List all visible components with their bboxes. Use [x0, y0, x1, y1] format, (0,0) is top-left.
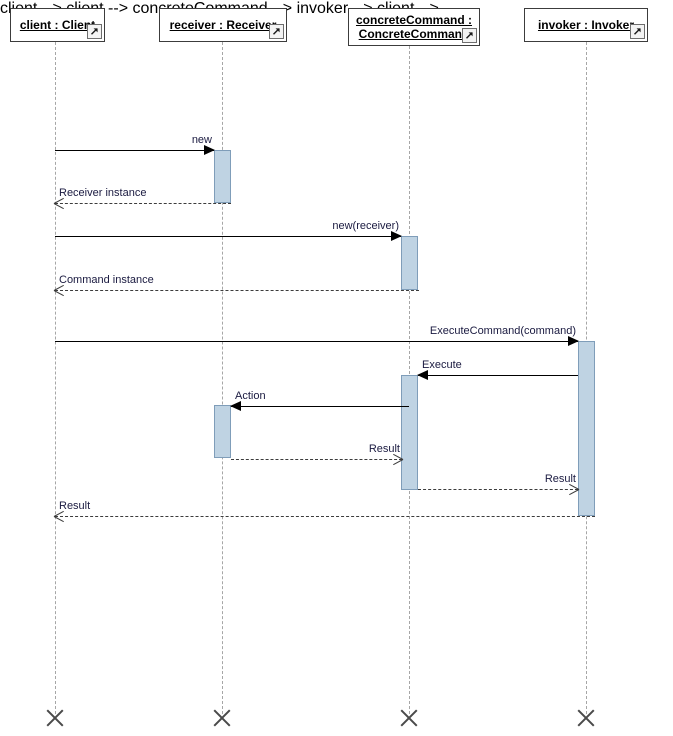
- lifeline-header-concreteCommand[interactable]: concreteCommand : ConcreteCommand: [348, 8, 480, 46]
- lifeline-axis-receiver: [222, 42, 223, 714]
- message-line: [55, 150, 214, 151]
- message-line: [55, 290, 419, 291]
- activation-concreteCommand-execute: [401, 375, 418, 490]
- message-label: Action: [235, 390, 266, 402]
- activation-receiver-action: [214, 405, 231, 458]
- message-label: Command instance: [59, 274, 154, 286]
- message-label: new(receiver): [332, 220, 399, 232]
- activation-receiver-new: [214, 150, 231, 203]
- destruction-marker-receiver: [211, 706, 233, 728]
- message-line: [231, 459, 402, 460]
- lifeline-label-concreteCommand: concreteCommand : ConcreteCommand: [352, 13, 476, 41]
- lifeline-header-receiver[interactable]: receiver : Receiver: [159, 8, 287, 42]
- message-label: ExecuteCommand(command): [429, 325, 576, 337]
- message-line: [418, 375, 578, 376]
- lifeline-label-invoker: invoker : Invoker: [537, 18, 635, 32]
- message-label: Receiver instance: [59, 187, 147, 199]
- lifeline-label-receiver: receiver : Receiver: [169, 18, 277, 32]
- open-link-icon[interactable]: [269, 24, 284, 39]
- message-label: Result: [544, 473, 576, 485]
- destruction-marker-invoker: [575, 706, 597, 728]
- message-line: [418, 489, 578, 490]
- destruction-marker-concreteCommand: [398, 706, 420, 728]
- lifeline-label-client: client : Client: [19, 18, 96, 32]
- lifeline-label-line1: concreteCommand :: [355, 13, 473, 27]
- open-link-icon[interactable]: [462, 28, 477, 43]
- message-line: [55, 203, 231, 204]
- message-line: [231, 406, 409, 407]
- arrowhead-filled-right-icon: [391, 231, 402, 241]
- message-label: Execute: [422, 359, 462, 371]
- lifeline-axis-client: [55, 42, 56, 714]
- activation-concreteCommand-new: [401, 236, 418, 290]
- open-link-icon[interactable]: [87, 24, 102, 39]
- message-label: new: [191, 134, 212, 146]
- arrowhead-filled-right-icon: [568, 336, 579, 346]
- open-link-icon[interactable]: [630, 24, 645, 39]
- message-label: Result: [59, 500, 91, 512]
- message-line: [55, 236, 401, 237]
- lifeline-label-line2: ConcreteCommand: [358, 27, 470, 41]
- lifeline-header-client[interactable]: client : Client: [10, 8, 105, 42]
- message-line: [55, 341, 578, 342]
- destruction-marker-client: [44, 706, 66, 728]
- message-line: [55, 516, 595, 517]
- activation-invoker-execute-command: [578, 341, 595, 516]
- arrowhead-filled-left-icon: [230, 401, 241, 411]
- arrowhead-filled-right-icon: [204, 145, 215, 155]
- lifeline-header-invoker[interactable]: invoker : Invoker: [524, 8, 648, 42]
- message-label: Result: [368, 443, 400, 455]
- arrowhead-filled-left-icon: [417, 370, 428, 380]
